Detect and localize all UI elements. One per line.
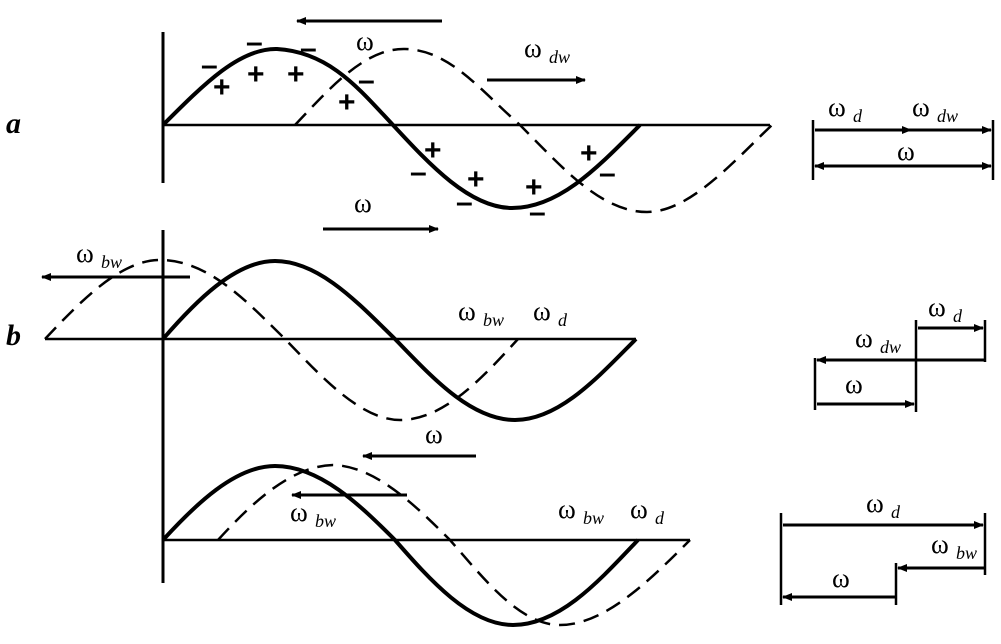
vector-label-omega-dw-a: ω dw <box>912 92 958 126</box>
svg-text:+: + <box>467 163 485 196</box>
svg-text:ω: ω <box>845 369 863 399</box>
svg-text:ω: ω <box>912 92 930 122</box>
vector-label-omega-dw-b-upper: ω dw <box>855 323 901 357</box>
svg-text:ω: ω <box>897 136 915 166</box>
label-omega-d-end-b-upper: ω d <box>533 296 568 330</box>
label-omega-bw-b-upper: ω bw <box>76 238 122 272</box>
svg-text:bw: bw <box>101 252 122 272</box>
svg-text:ω: ω <box>458 296 476 326</box>
svg-text:–: – <box>201 49 218 82</box>
svg-text:ω: ω <box>828 92 846 122</box>
svg-text:ω: ω <box>533 296 551 326</box>
svg-text:ω: ω <box>356 26 374 56</box>
svg-text:ω: ω <box>76 238 94 268</box>
label-omega-d-end-b-lower: ω d <box>630 494 665 528</box>
label-omega-bw-end-b-upper: ω bw <box>458 296 504 330</box>
vector-label-omega-b-lower: ω <box>832 563 850 593</box>
svg-text:ω: ω <box>290 497 308 527</box>
svg-text:ω: ω <box>630 494 648 524</box>
svg-text:bw: bw <box>315 511 336 531</box>
svg-text:–: – <box>456 186 473 219</box>
vector-label-omega-bw-b-lower: ω bw <box>931 529 977 563</box>
dashed-wave-a <box>294 47 773 214</box>
svg-text:bw: bw <box>583 508 604 528</box>
svg-text:–: – <box>410 156 427 189</box>
label-omega-b-lower: ω <box>425 419 443 449</box>
svg-text:bw: bw <box>483 310 504 330</box>
svg-text:+: + <box>338 86 356 119</box>
vector-label-omega-a: ω <box>897 136 915 166</box>
svg-text:ω: ω <box>855 323 873 353</box>
svg-text:ω: ω <box>354 188 372 218</box>
svg-text:–: – <box>300 32 317 65</box>
svg-text:ω: ω <box>558 494 576 524</box>
dashed-wave-b-upper <box>44 258 519 422</box>
svg-text:d: d <box>853 106 863 126</box>
svg-text:–: – <box>358 64 375 97</box>
svg-text:+: + <box>213 71 231 104</box>
svg-text:–: – <box>246 26 263 59</box>
svg-text:ω: ω <box>931 529 949 559</box>
svg-text:dw: dw <box>880 337 901 357</box>
svg-text:–: – <box>599 157 616 190</box>
svg-text:+: + <box>247 58 265 91</box>
vector-label-omega-d-b-upper: ω d <box>928 292 963 326</box>
label-omega-bw-end-b-lower: ω bw <box>558 494 604 528</box>
svg-text:ω: ω <box>425 419 443 449</box>
svg-text:+: + <box>287 58 305 91</box>
solid-wave-a <box>161 46 642 211</box>
svg-text:bw: bw <box>956 543 977 563</box>
svg-text:d: d <box>558 310 568 330</box>
panel-label-b: b <box>6 319 21 352</box>
label-omega-bw-b-lower: ω bw <box>290 497 336 531</box>
label-omega-bottom-a: ω <box>354 188 372 218</box>
svg-text:d: d <box>953 306 963 326</box>
vector-label-omega-b-upper: ω <box>845 369 863 399</box>
svg-text:ω: ω <box>928 292 946 322</box>
svg-text:dw: dw <box>549 47 570 67</box>
charge-signs-a: – – – + + + – + + – + – + – + – <box>201 26 616 229</box>
vector-label-omega-d-a: ω d <box>828 92 863 126</box>
svg-text:+: + <box>424 134 442 167</box>
label-omega-dw-a: ω dw <box>524 33 570 67</box>
svg-text:d: d <box>655 508 665 528</box>
svg-text:d: d <box>891 502 901 522</box>
svg-text:+: + <box>525 171 543 204</box>
svg-text:ω: ω <box>832 563 850 593</box>
solid-wave-b-upper <box>161 258 638 423</box>
solid-wave-b-lower <box>161 463 640 628</box>
label-omega-top-a: ω <box>356 26 374 56</box>
svg-text:–: – <box>529 196 546 229</box>
panel-label-a: a <box>6 107 21 140</box>
vector-label-omega-d-b-lower: ω d <box>866 488 901 522</box>
svg-text:ω: ω <box>524 33 542 63</box>
svg-text:+: + <box>580 137 598 170</box>
svg-text:ω: ω <box>866 488 884 518</box>
dashed-wave-b-lower <box>217 463 691 627</box>
svg-text:dw: dw <box>937 106 958 126</box>
